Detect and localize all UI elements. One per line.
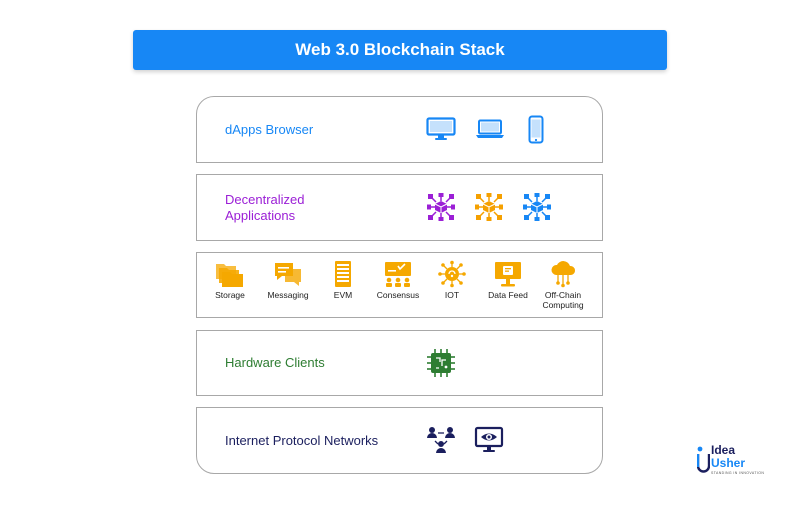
service-label-iot: IOT — [444, 290, 460, 300]
service-label-consensus: Consensus — [376, 290, 420, 300]
desktop-monitor-icon — [426, 117, 456, 140]
microchip-icon — [427, 349, 455, 377]
connected-users-icon — [427, 427, 455, 453]
folders-icon — [216, 264, 243, 287]
monitor-feed-icon — [495, 262, 521, 287]
logo-word-usher: Usher — [711, 456, 746, 470]
logo-tagline: STANDING IN INNOVATION — [711, 471, 765, 475]
layer-label-dapps-browser: dApps Browser — [225, 121, 314, 137]
service-label-data-feed: Data Feed — [488, 290, 528, 300]
consensus-board-icon — [385, 262, 411, 287]
service-label-off-chain-computing: Off-Chain Computing — [542, 290, 584, 310]
network-cube-icon-blue — [523, 193, 551, 221]
service-consensus: Consensus — [367, 260, 429, 300]
server-rack-icon — [335, 261, 351, 287]
service-label-evm: EVM — [333, 290, 353, 300]
service-storage: Storage — [199, 260, 261, 300]
layer-middleware-services: Storage Messaging EVM — [196, 252, 603, 318]
laptop-icon — [476, 119, 504, 138]
iot-hub-icon — [438, 260, 466, 288]
layer-decentralized-applications: Decentralized Applications — [196, 174, 603, 241]
idea-usher-logo: Idea Usher STANDING IN INNOVATION — [697, 444, 771, 478]
diagram-title: Web 3.0 Blockchain Stack — [133, 30, 667, 70]
service-iot: IOT — [421, 260, 483, 300]
layer-label-internet-protocol-networks: Internet Protocol Networks — [225, 432, 379, 448]
network-cube-icon-orange — [475, 193, 503, 221]
layer-label-decentralized-applications: Decentralized Applications — [225, 191, 305, 223]
network-cube-icon-purple — [427, 193, 455, 221]
service-label-storage: Storage — [215, 290, 245, 300]
eye-monitor-icon — [474, 426, 504, 452]
layer-label-hardware-clients: Hardware Clients — [225, 355, 325, 370]
layer-dapps-browser: dApps Browser — [196, 96, 603, 163]
service-label-messaging: Messaging — [267, 290, 309, 300]
service-data-feed: Data Feed — [477, 260, 539, 300]
layer-hardware-clients: Hardware Clients — [196, 330, 603, 396]
logo-mark-icon — [697, 446, 710, 473]
layer-internet-protocol-networks: Internet Protocol Networks — [196, 407, 603, 474]
service-messaging: Messaging — [257, 260, 319, 300]
service-evm: EVM — [312, 260, 374, 300]
chat-bubbles-icon — [275, 263, 301, 286]
service-off-chain-computing: Off-Chain Computing — [532, 260, 594, 310]
cloud-network-icon — [551, 261, 576, 288]
smartphone-icon — [528, 115, 544, 144]
logo-word-idea: Idea — [711, 443, 736, 457]
